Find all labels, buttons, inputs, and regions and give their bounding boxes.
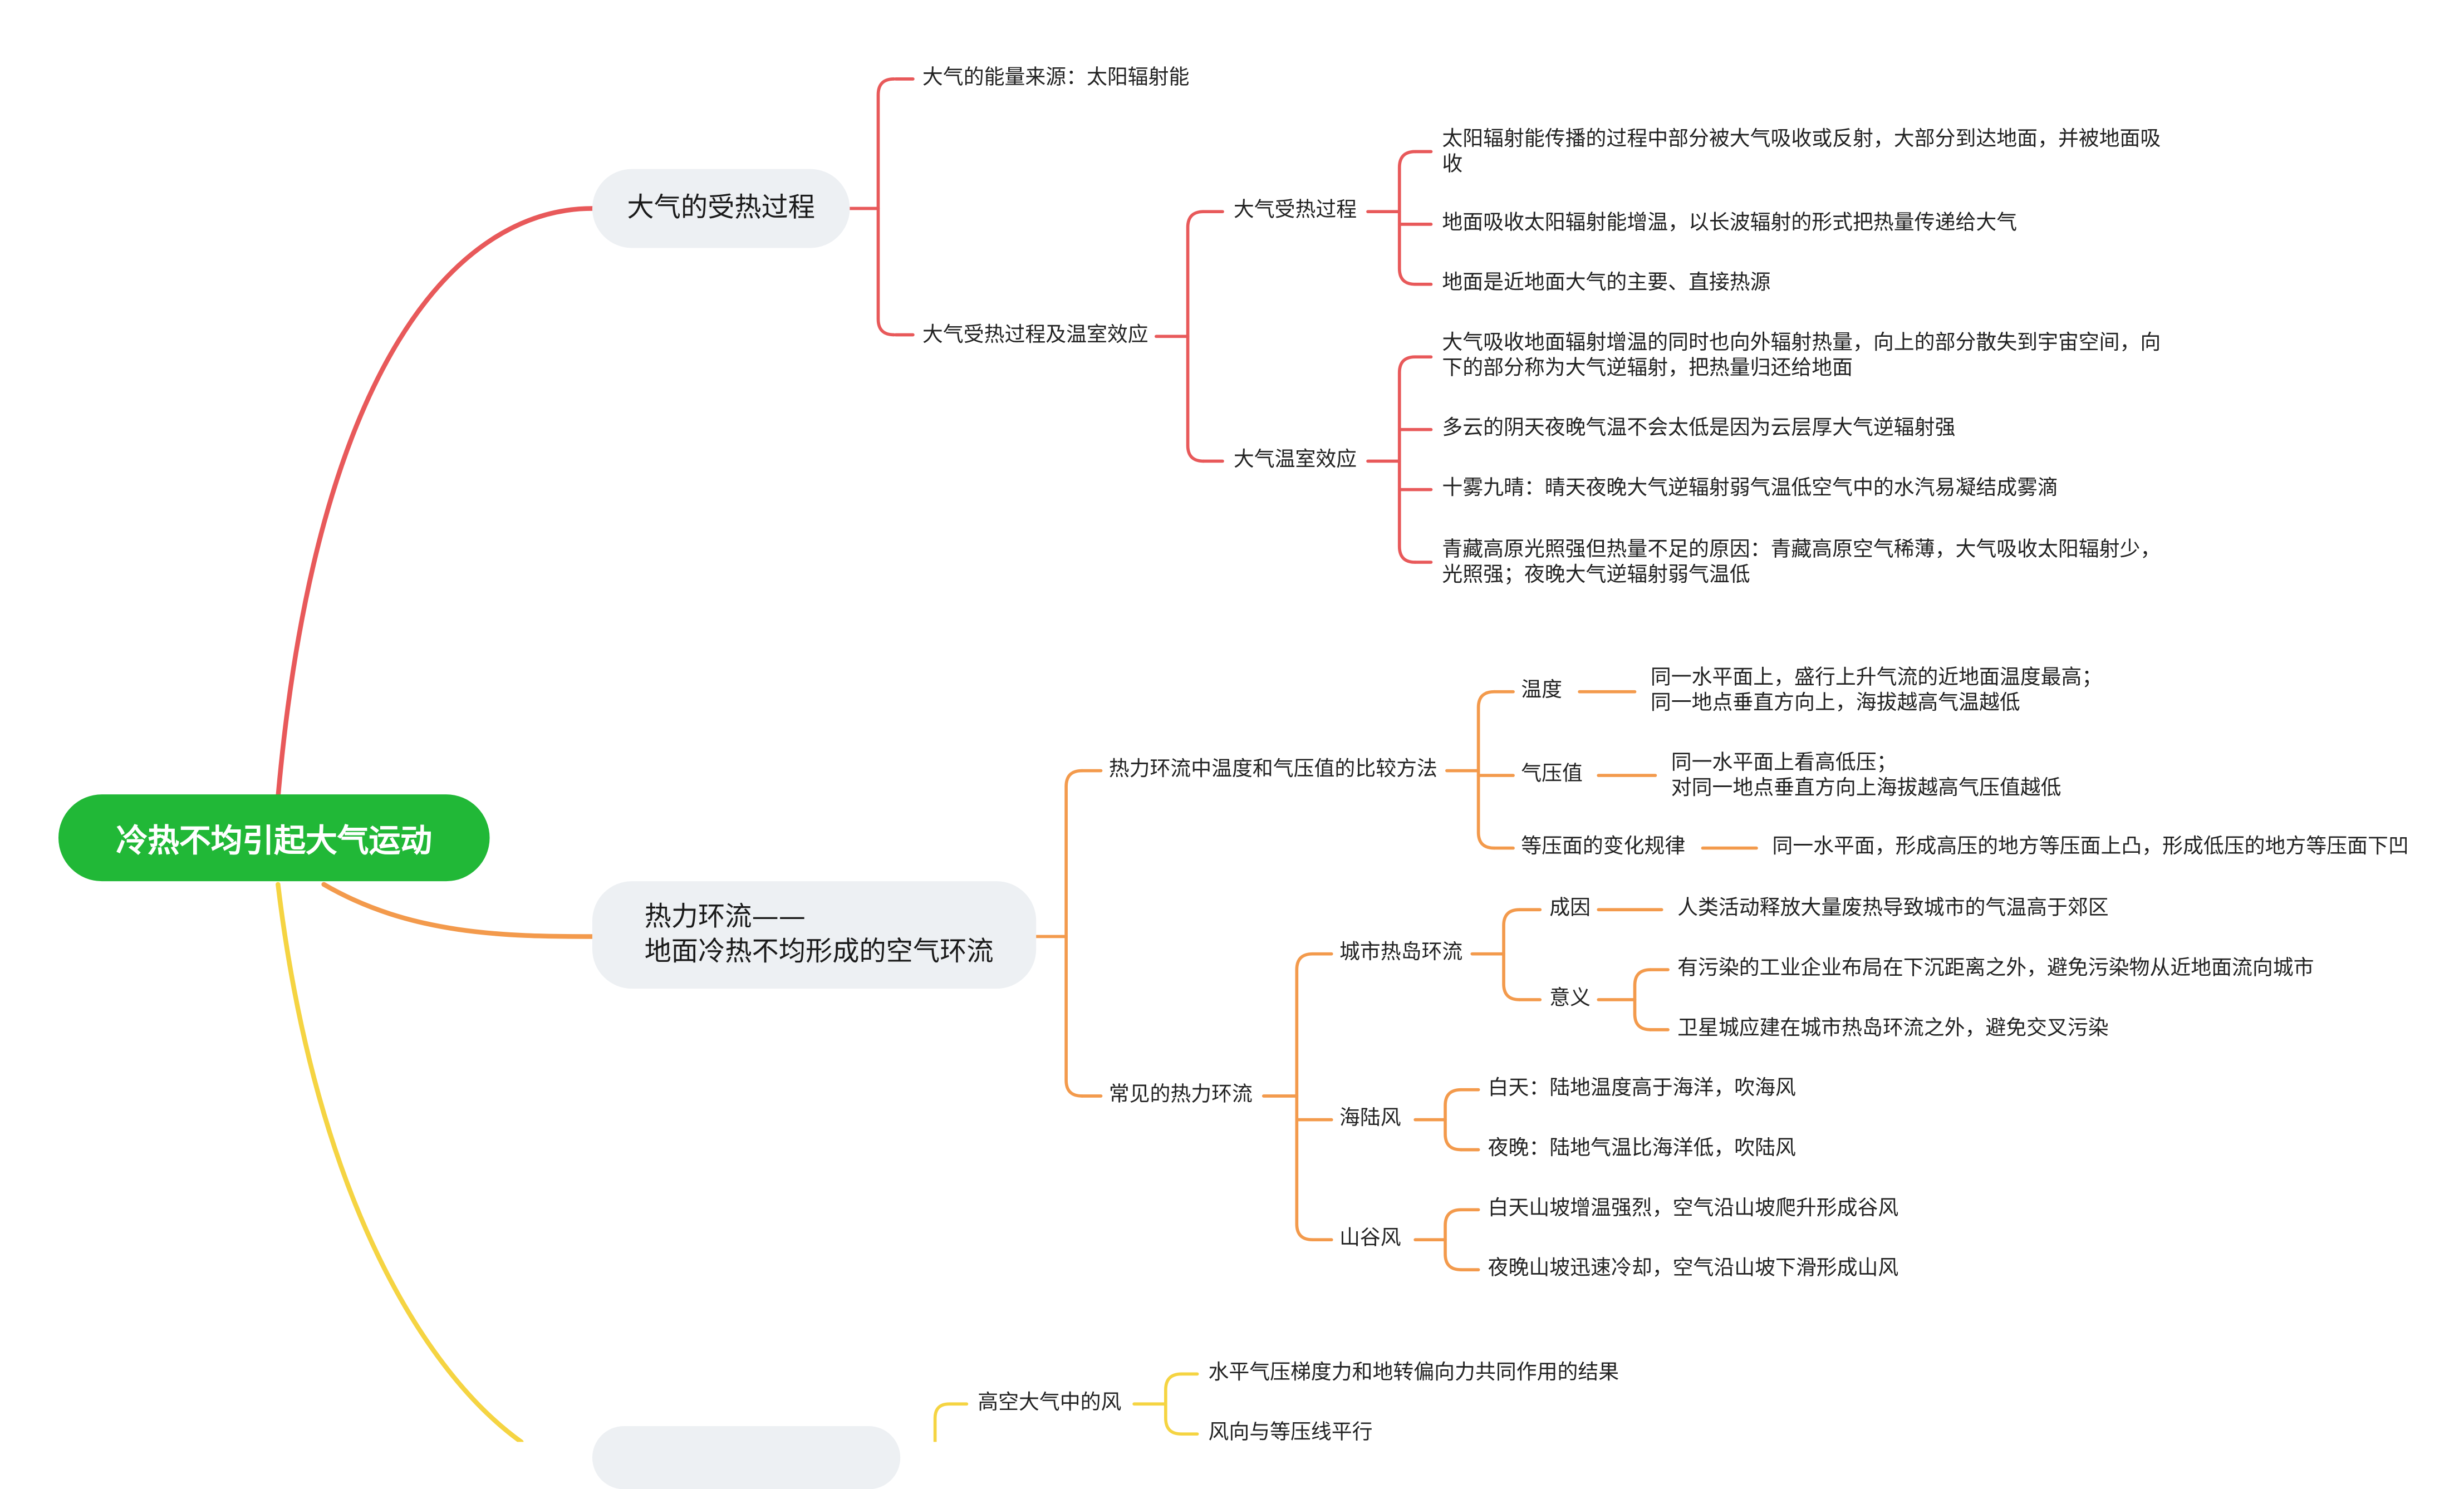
- topic-heating-process[interactable]: 大气的受热过程: [592, 169, 850, 248]
- node-temperature[interactable]: 温度: [1521, 679, 1563, 703]
- leaf-valley-breeze[interactable]: 白天山坡增温强烈，空气沿山坡爬升形成谷风: [1488, 1197, 1899, 1221]
- node-upper-air-wind[interactable]: 高空大气中的风: [978, 1391, 1122, 1416]
- node-urban-heat-island[interactable]: 城市热岛环流: [1339, 941, 1463, 965]
- leaf-line: 同一地点垂直方向上，海拔越高气温越低: [1650, 691, 2020, 716]
- branch2-lines: [1034, 690, 1758, 1271]
- topic-title: 热力环流—— 地面冷热不均形成的空气环流: [645, 900, 994, 970]
- leaf-ground-heat-source[interactable]: 地面是近地面大气的主要、直接热源: [1442, 271, 1771, 296]
- leaf-wind-forces[interactable]: 水平气压梯度力和地转偏向力共同作用的结果: [1208, 1361, 1619, 1385]
- topic-wind-partial[interactable]: [592, 1426, 901, 1489]
- branch-line-wind: [276, 882, 524, 1442]
- leaf-line: 太阳辐射能传播的过程中部分被大气吸收或反射，大部分到达地面，并被地面吸: [1442, 127, 2161, 152]
- leaf-line: 下的部分称为大气逆辐射，把热量归还给地面: [1442, 357, 1853, 381]
- leaf-line: 青藏高原光照强但热量不足的原因：青藏高原空气稀薄，大气吸收太阳辐射少，: [1442, 538, 2161, 563]
- branch1-lines: [848, 77, 1433, 564]
- leaf-temperature-rule[interactable]: 同一水平面上，盛行上升气流的近地面温度最高； 同一地点垂直方向上，海拔越高气温越…: [1651, 666, 2102, 717]
- root-node[interactable]: 冷热不均引起大气运动: [58, 794, 490, 882]
- leaf-line: 同一水平面上，盛行上升气流的近地面温度最高；: [1650, 666, 2103, 690]
- leaf-cause[interactable]: 人类活动释放大量废热导致城市的气温高于郊区: [1677, 897, 2109, 921]
- node-cause[interactable]: 成因: [1549, 897, 1591, 921]
- leaf-fog-clear[interactable]: 十雾九晴：晴天夜晚大气逆辐射弱气温低空气中的水汽易凝结成雾滴: [1442, 476, 2058, 501]
- leaf-satellite-city[interactable]: 卫星城应建在城市热岛环流之外，避免交叉污染: [1677, 1017, 2109, 1041]
- node-greenhouse-effect[interactable]: 大气温室效应: [1233, 448, 1357, 473]
- node-pressure[interactable]: 气压值: [1521, 763, 1583, 787]
- leaf-line: 大气吸收地面辐射增温的同时也向外辐射热量，向上的部分散失到宇宙空间，向: [1442, 331, 2161, 356]
- connector-lines: [276, 77, 1758, 1442]
- node-mountain-valley-breeze[interactable]: 山谷风: [1339, 1227, 1401, 1251]
- topic-thermal-circulation[interactable]: 热力环流—— 地面冷热不均形成的空气环流: [592, 881, 1037, 989]
- leaf-wind-parallel[interactable]: 风向与等压线平行: [1208, 1421, 1373, 1446]
- node-sea-land-breeze[interactable]: 海陆风: [1339, 1107, 1401, 1131]
- node-heating-and-greenhouse[interactable]: 大气受热过程及温室效应: [922, 323, 1148, 348]
- leaf-isobaric-rule[interactable]: 同一水平面，形成高压的地方等压面上凸，形成低压的地方等压面下凹: [1772, 835, 2409, 859]
- leaf-line: 同一水平面上看高低压；: [1671, 751, 1897, 776]
- leaf-ground-longwave[interactable]: 地面吸收太阳辐射能增温，以长波辐射的形式把热量传递给大气: [1442, 212, 2018, 235]
- leaf-cloudy-night[interactable]: 多云的阴天夜晚气温不会太低是因为云层厚大气逆辐射强: [1442, 417, 1956, 441]
- leaf-sea-breeze-day[interactable]: 白天：陆地温度高于海洋，吹海风: [1488, 1077, 1796, 1101]
- topic-line: 地面冷热不均形成的空气环流: [644, 936, 994, 969]
- branch-line-circulation: [321, 882, 595, 939]
- leaf-counter-radiation[interactable]: 大气吸收地面辐射增温的同时也向外辐射热量，向上的部分散失到宇宙空间，向 下的部分…: [1442, 332, 2161, 382]
- leaf-line: 收: [1442, 153, 1463, 177]
- node-comparison-method[interactable]: 热力环流中温度和气压值的比较方法: [1108, 758, 1437, 782]
- topic-line: 热力环流——: [644, 902, 806, 933]
- node-energy-source[interactable]: 大气的能量来源：太阳辐射能: [922, 66, 1190, 90]
- leaf-line: 对同一地点垂直方向上海拔越高气压值越低: [1671, 777, 2061, 801]
- node-isobaric-surface[interactable]: 等压面的变化规律: [1521, 835, 1686, 859]
- leaf-pressure-rule[interactable]: 同一水平面上看高低压； 对同一地点垂直方向上海拔越高气压值越低: [1671, 752, 2061, 803]
- leaf-line: 光照强；夜晚大气逆辐射弱气温低: [1442, 563, 1750, 588]
- node-significance[interactable]: 意义: [1549, 987, 1591, 1011]
- leaf-solar-radiation[interactable]: 太阳辐射能传播的过程中部分被大气吸收或反射，大部分到达地面，并被地面吸 收: [1442, 128, 2161, 179]
- node-heating-process[interactable]: 大气受热过程: [1233, 199, 1357, 223]
- node-common-circulations[interactable]: 常见的热力环流: [1108, 1083, 1253, 1107]
- leaf-land-breeze-night[interactable]: 夜晚：陆地气温比海洋低，吹陆风: [1488, 1137, 1796, 1161]
- leaf-mountain-breeze[interactable]: 夜晚山坡迅速冷却，空气沿山坡下滑形成山风: [1488, 1257, 1899, 1281]
- leaf-industry-layout[interactable]: 有污染的工业企业布局在下沉距离之外，避免污染物从近地面流向城市: [1677, 957, 2314, 981]
- branch-line-heating: [276, 206, 595, 800]
- branch3-lines: [933, 1372, 1199, 1442]
- leaf-tibet-plateau[interactable]: 青藏高原光照强但热量不足的原因：青藏高原空气稀薄，大气吸收太阳辐射少， 光照强；…: [1442, 538, 2161, 589]
